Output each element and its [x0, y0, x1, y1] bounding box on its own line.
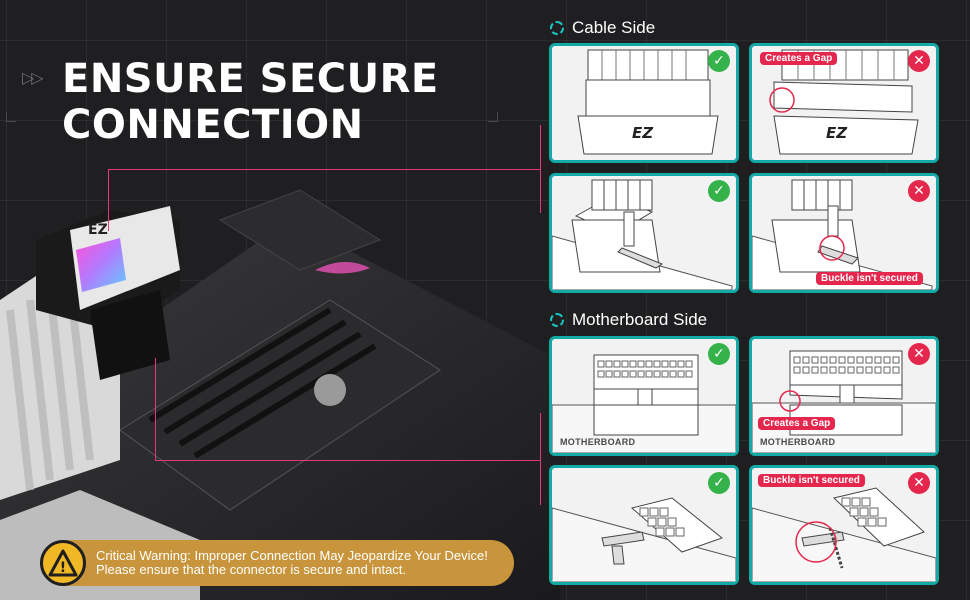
- leader-line: [155, 358, 156, 460]
- cross-icon: ✕: [908, 50, 930, 72]
- cross-icon: ✕: [908, 472, 930, 494]
- leader-line: [540, 413, 541, 505]
- checkmark-icon: ✓: [708, 50, 730, 72]
- page-title-text: ENSURE SECURE CONNECTION: [62, 56, 439, 148]
- cable-side-gap-panel: EZ Creates a Gap ✕: [749, 43, 939, 163]
- checkmark-icon: ✓: [708, 472, 730, 494]
- motherboard-latch-unsecured-panel: Buckle isn't secured ✕: [749, 465, 939, 585]
- warning-triangle-icon: !: [40, 540, 86, 586]
- creates-a-gap-callout: Creates a Gap: [758, 417, 836, 430]
- leader-line: [108, 169, 109, 231]
- checkmark-icon: ✓: [708, 343, 730, 365]
- buckle-not-secured-callout: Buckle isn't secured: [758, 474, 865, 487]
- warning-text: Critical Warning: Improper Connection Ma…: [96, 548, 488, 577]
- cable-latch-unsecured-panel: Buckle isn't secured ✕: [749, 173, 939, 293]
- motherboard-label: MOTHERBOARD: [560, 437, 636, 447]
- leader-line: [108, 169, 540, 170]
- warning-exclamation: !: [60, 560, 66, 576]
- cross-icon: ✕: [908, 180, 930, 202]
- cable-side-header: Cable Side: [550, 18, 655, 38]
- cable-latch-correct-panel: ✓: [549, 173, 739, 293]
- cable-side-title: Cable Side: [572, 18, 656, 37]
- double-chevron-icon: ▷▷: [22, 68, 44, 87]
- motherboard-side-header: Motherboard Side: [550, 310, 707, 330]
- motherboard-scene-illustration: EZ: [0, 189, 560, 600]
- leader-line: [155, 460, 540, 461]
- dashed-ring-icon: [550, 313, 564, 327]
- ez-logo: EZ: [632, 124, 654, 142]
- motherboard-correct-panel: MOTHERBOARD ✓: [549, 336, 739, 456]
- ez-logo: EZ: [826, 124, 848, 142]
- motherboard-side-title: Motherboard Side: [572, 310, 708, 329]
- cable-side-correct-panel: EZ ✓: [549, 43, 739, 163]
- svg-text:EZ: EZ: [88, 222, 108, 238]
- page-title: ENSURE SECURE CONNECTION: [62, 56, 442, 148]
- critical-warning-banner: ! Critical Warning: Improper Connection …: [40, 540, 514, 586]
- motherboard-latch-correct-panel: ✓: [549, 465, 739, 585]
- motherboard-gap-panel: Creates a Gap MOTHERBOARD ✕: [749, 336, 939, 456]
- corner-bracket: [6, 112, 16, 122]
- dashed-ring-icon: [550, 21, 564, 35]
- corner-bracket: [488, 112, 498, 122]
- motherboard-label: MOTHERBOARD: [760, 437, 836, 447]
- checkmark-icon: ✓: [708, 180, 730, 202]
- creates-a-gap-callout: Creates a Gap: [760, 52, 838, 65]
- cross-icon: ✕: [908, 343, 930, 365]
- leader-line: [540, 125, 541, 213]
- buckle-not-secured-callout: Buckle isn't secured: [816, 272, 923, 285]
